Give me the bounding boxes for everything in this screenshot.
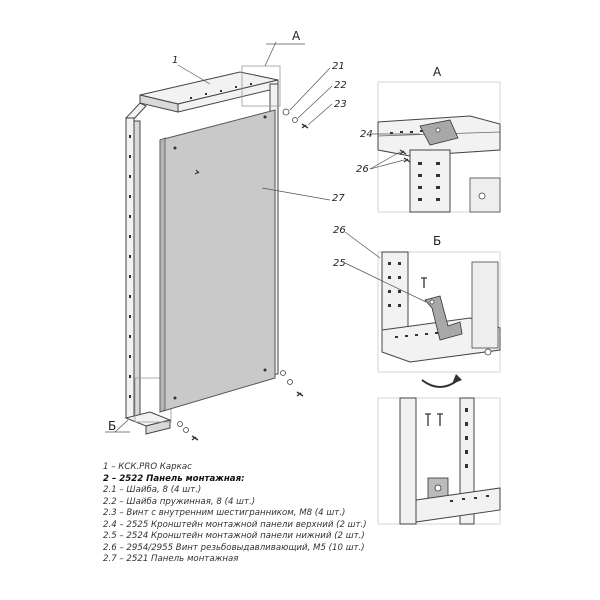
view-label-b: Б	[108, 419, 116, 433]
legend-line-9: 2.7 – 2521 Панель монтажная	[103, 554, 239, 564]
detail-a	[377, 81, 501, 213]
legend-line-6: 2.4 – 2525 Кронштейн монтажной панели ве…	[103, 519, 367, 530]
mounting-panel	[159, 109, 276, 413]
detail-c	[377, 397, 501, 525]
callout-24: 24	[360, 129, 373, 140]
callout-27: 27	[332, 193, 345, 204]
callout-21: 21	[332, 61, 345, 72]
legend-line-3: 2.1 – Шайба, 8 (4 шт.)	[103, 485, 202, 495]
detail-a-title: А	[433, 65, 442, 79]
legend-line-2: 2 – 2522 Панель монтажная:	[103, 473, 245, 484]
callout-25: 25	[333, 258, 346, 269]
callout-26-mid: 26	[333, 225, 346, 236]
legend-line-1: 1 – КСК.PRO Каркас	[103, 462, 192, 472]
detail-b	[377, 251, 501, 373]
view-label-a: А	[292, 29, 301, 43]
callout-23: 23	[334, 99, 347, 110]
detail-a-marker	[241, 65, 281, 107]
legend-line-5: 2.3 – Винт с внутренним шестигранником, …	[103, 508, 346, 518]
legend-line-4: 2.2 – Шайба пружинная, 8 (4 шт.)	[103, 496, 256, 507]
callout-26-top: 26	[356, 164, 369, 175]
legend-line-7: 2.5 – 2524 Кронштейн монтажной панели ни…	[103, 531, 365, 541]
callout-22: 22	[334, 80, 347, 91]
bottom-hardware	[177, 370, 304, 441]
callout-1: 1	[172, 55, 178, 66]
detail-b-title: Б	[433, 234, 441, 248]
top-hardware	[194, 108, 309, 175]
legend-line-8: 2.6 – 2954/2955 Винт резьбовыдавливающий…	[103, 542, 365, 553]
